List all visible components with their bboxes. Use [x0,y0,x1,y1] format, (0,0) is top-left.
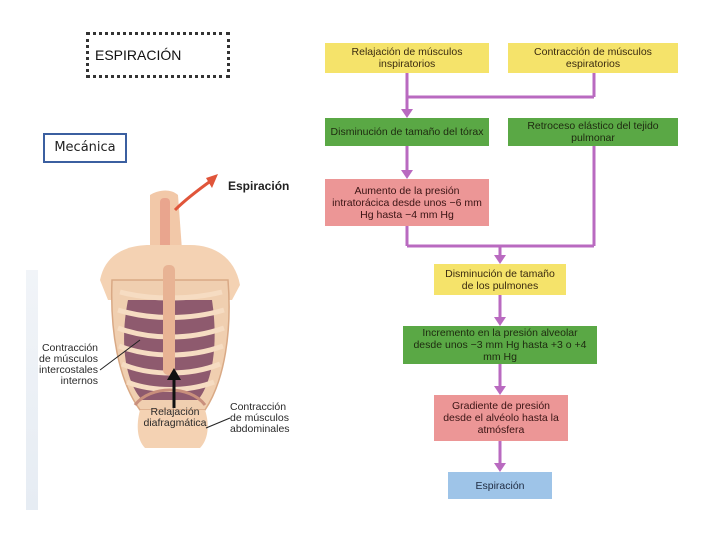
box-contraccion-espiratorios: Contracción de músculos espiratorios [508,43,678,73]
box-incremento-presion: Incremento en la presión alveolar desde … [403,326,597,364]
trachea [160,198,170,258]
diaphragm [133,388,207,406]
box-espiracion: Espiración [448,472,552,499]
box-disminucion-pulmones: Disminución de tamaño de los pulmones [434,264,566,295]
label-abdominales: Contracción de músculos abdominales [230,401,290,435]
box-relajacion-inspiratorios: Relajación de músculos inspiratorios [325,43,489,73]
pointer-intercostales [99,339,141,371]
exhale-arrowhead [206,174,218,188]
label-intercostales: Contracción de músculos intercostales in… [39,342,98,387]
page-title: ESPIRACIÓN [86,32,230,78]
box-retroceso-elastico: Retroceso elástico del tejido pulmonar [508,118,678,146]
label-diafragma: Relajación diafragmática [143,406,207,429]
section-label-mecanica: Mecánica [43,133,127,163]
pointer-abdominales [205,417,231,429]
abdomen [137,410,208,448]
box-disminucion-torax: Disminución de tamaño del tórax [325,118,489,146]
illustration-caption: Espiración [228,179,290,193]
box-aumento-presion: Aumento de la presión intratorácica desd… [325,179,489,226]
exhale-arrow [173,178,213,212]
sternum [163,265,175,375]
diaphragm-arrowhead [167,368,181,380]
scan-strip [26,270,38,510]
box-gradiente-presion: Gradiente de presión desde el alvéolo ha… [434,395,568,441]
